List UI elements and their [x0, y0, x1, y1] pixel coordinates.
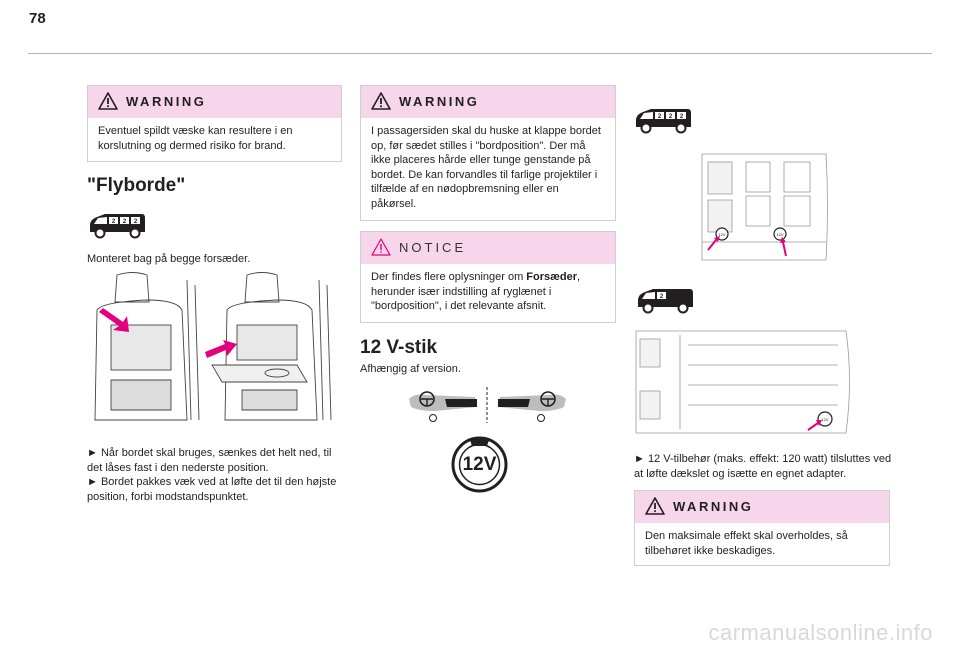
van-vehicle-icon: 2: [638, 289, 693, 314]
watermark-text: carmanualsonline.info: [708, 620, 933, 645]
warning-header: WARNING: [88, 86, 341, 118]
notice-header: NOTICE: [361, 232, 615, 264]
seat-badge-3: 2: [680, 114, 684, 120]
seat-badge-2: 2: [123, 219, 127, 225]
header-rule: [28, 53, 932, 54]
seat-badge-1: 2: [660, 294, 664, 300]
socket-mini-label: 12V: [718, 232, 725, 237]
warning-text: I passagersiden skal du huske at klappe …: [371, 125, 601, 210]
warning-triangle-icon: [645, 497, 665, 515]
warning-text: Eventuel spildt væske kan resultere i en…: [98, 125, 293, 152]
warning-header: WARNING: [361, 86, 615, 118]
seat-badge-2: 2: [669, 114, 673, 120]
warning-title: WARNING: [126, 94, 207, 109]
notice-box-front-seats: NOTICE Der findes flere oplysninger om F…: [360, 231, 616, 323]
notice-text-before: Der findes flere oplysninger om: [371, 271, 527, 283]
socket-label: 12V: [462, 454, 497, 475]
step-lower-table: ► Når bordet skal bruges, sænkes det hel…: [87, 447, 332, 474]
version-note: Afhængig af version.: [360, 363, 461, 375]
page-number: 78: [29, 10, 46, 27]
mpv-vehicle-icon: 2 2 2: [90, 214, 145, 239]
warning-box-max-power: WARNING Den maksimale effekt skal overho…: [634, 490, 890, 566]
mpv-vehicle-icon: 2 2 2: [636, 109, 691, 134]
seat-badge-1: 2: [658, 114, 662, 120]
mpv-interior-topview: 12V 12V: [701, 153, 828, 261]
seat-badge-3: 2: [134, 219, 138, 225]
notice-title: NOTICE: [399, 240, 467, 255]
notice-text-after: , herunder især indstilling af ryglænet …: [371, 271, 581, 312]
notice-triangle-icon: [371, 238, 391, 256]
warning-title: WARNING: [399, 94, 480, 109]
warning-header: WARNING: [635, 491, 889, 523]
socket-mini-label: 12V: [776, 232, 783, 237]
seat-badge-1: 2: [112, 219, 116, 225]
step-connect-accessory: ► 12 V-tilbehør (maks. effekt: 120 watt)…: [634, 453, 892, 480]
van-cargo-topview: 12V: [635, 330, 850, 434]
warning-triangle-icon: [371, 92, 391, 110]
warning-text: Den maksimale effekt skal overholdes, så…: [645, 530, 848, 557]
warning-box-spill: WARNING Eventuel spildt væske kan result…: [87, 85, 342, 162]
notice-link-forsaeder: Forsæder: [526, 271, 578, 283]
step-stow-table: ► Bordet pakkes væk ved at løfte det til…: [87, 476, 337, 503]
table-intro-text: Monteret bag på begge forsæder.: [87, 253, 251, 265]
12v-socket-icon: 12V: [451, 436, 508, 493]
lhd-rhd-dashboard-icon: [409, 387, 566, 423]
section-heading-12v: 12 V-stik: [360, 337, 438, 358]
warning-title: WARNING: [673, 499, 754, 514]
notice-text: Der findes flere oplysninger om Forsæder…: [361, 264, 615, 322]
seatback-table-illustration: [94, 272, 332, 421]
warning-triangle-icon: [98, 92, 118, 110]
section-heading-flyborde: "Flyborde": [87, 175, 186, 196]
socket-mini-label: 12V: [821, 417, 828, 422]
warning-box-passenger-table: WARNING I passagersiden skal du huske at…: [360, 85, 616, 221]
